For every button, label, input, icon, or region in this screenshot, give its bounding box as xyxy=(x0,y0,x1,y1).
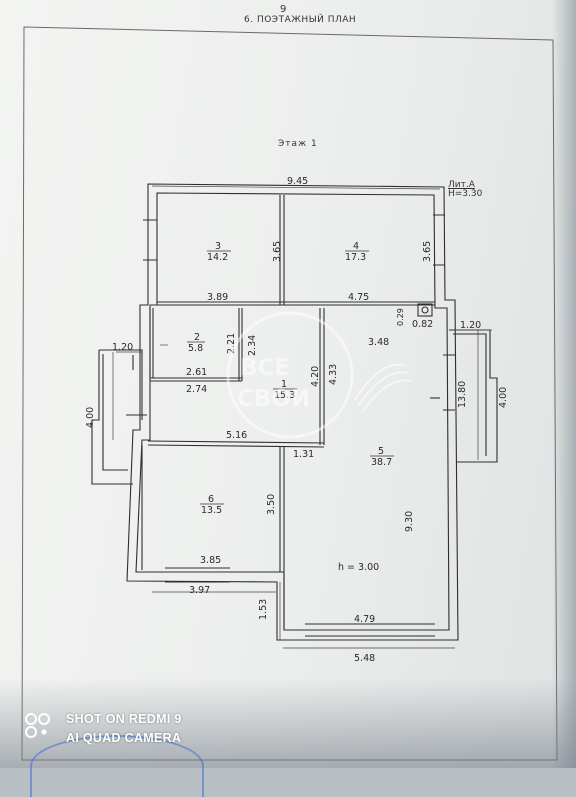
dim-r2-h2: 2.34 xyxy=(247,335,258,356)
watermark-logo: ВСЕ СВОИ xyxy=(226,311,412,439)
dim-bottom-left: 3.97 xyxy=(189,585,210,596)
watermark-brand-line2: СВОИ xyxy=(237,386,310,412)
dim-left-porch-width: 1.20 xyxy=(112,342,133,353)
sheet-title: 6. ПОЭТАЖНЫЙ ПЛАН xyxy=(244,15,357,25)
dim-r6-width: 3.85 xyxy=(200,555,221,566)
room-4-area: 17.3 xyxy=(345,252,366,263)
room-labels: 3 14.2 4 17.3 2 5.8 1 15.3 5 38.7 6 13.5… xyxy=(187,241,394,573)
dim-small-2: 0.82 xyxy=(412,319,433,330)
dim-r2-h1: 2.21 xyxy=(226,333,237,354)
dim-bottom-total: 5.48 xyxy=(354,653,375,664)
dim-left-porch-height: 4.00 xyxy=(85,407,96,428)
room-3-area: 14.2 xyxy=(207,252,228,263)
dim-right-porch-height: 4.00 xyxy=(498,387,509,408)
watermark-brand-line1: ВСЕ xyxy=(240,355,290,381)
floor-label: Этаж 1 xyxy=(278,139,318,149)
dim-r5-right: 13.80 xyxy=(457,381,468,408)
room-5-area: 38.7 xyxy=(371,457,392,468)
page-number: 9 xyxy=(280,4,287,15)
dimension-labels: 9.45 3.89 3.65 4.75 3.65 0.29 0.82 3.48 … xyxy=(85,176,509,664)
walls xyxy=(91,183,498,641)
ceiling-height: h = 3.00 xyxy=(338,562,379,573)
camera-watermark: SHOT ON REDMI 9 AI QUAD CAMERA xyxy=(26,710,182,748)
dim-r5-width: 4.79 xyxy=(354,614,375,625)
room-4-number: 4 xyxy=(353,241,359,252)
dim-top-total: 9.45 xyxy=(287,176,308,187)
room-1-number: 1 xyxy=(281,379,287,390)
dim-r4-height: 3.65 xyxy=(422,241,433,262)
dim-right-porch-width: 1.20 xyxy=(460,320,481,331)
dim-r5-height: 9.30 xyxy=(404,511,415,532)
dim-small-1: 0.29 xyxy=(396,308,405,326)
room-3-number: 3 xyxy=(215,241,221,252)
camera-line-1: SHOT ON REDMI 9 xyxy=(66,712,182,726)
camera-lens-icon xyxy=(25,713,50,738)
page-edge-shadow xyxy=(552,0,576,768)
room-6-area: 13.5 xyxy=(201,505,222,516)
dim-r1-bottom: 5.16 xyxy=(226,430,247,441)
dim-r3-height: 3.65 xyxy=(272,241,283,262)
height-note: H=3.30 xyxy=(448,189,483,199)
dim-r1-h2: 4.33 xyxy=(328,364,339,385)
dimension-lines xyxy=(112,185,492,649)
room-2-area: 5.8 xyxy=(188,343,203,354)
room-2-number: 2 xyxy=(194,332,200,343)
dim-step-height: 1.53 xyxy=(258,599,269,620)
dim-r5-top: 3.48 xyxy=(368,337,389,348)
camera-line-2: AI QUAD CAMERA xyxy=(66,731,182,745)
room-5-number: 5 xyxy=(378,446,384,457)
dim-r2-width: 2.61 xyxy=(186,367,207,378)
floor-plan-drawing: 9.45 3.89 3.65 4.75 3.65 0.29 0.82 3.48 … xyxy=(21,26,558,761)
room-1-area: 15.3 xyxy=(274,390,295,401)
dim-r5-step: 1.31 xyxy=(293,449,314,460)
dim-r6-height: 3.50 xyxy=(266,494,277,515)
dim-r4-width: 4.75 xyxy=(348,292,369,303)
blue-stamp xyxy=(30,735,204,797)
dim-r1-h1: 4.20 xyxy=(310,366,321,387)
liter-label: Лит.А xyxy=(448,180,475,190)
dim-r3-width: 3.89 xyxy=(207,292,228,303)
dim-r1-top: 2.74 xyxy=(186,384,207,395)
room-6-number: 6 xyxy=(208,494,214,505)
